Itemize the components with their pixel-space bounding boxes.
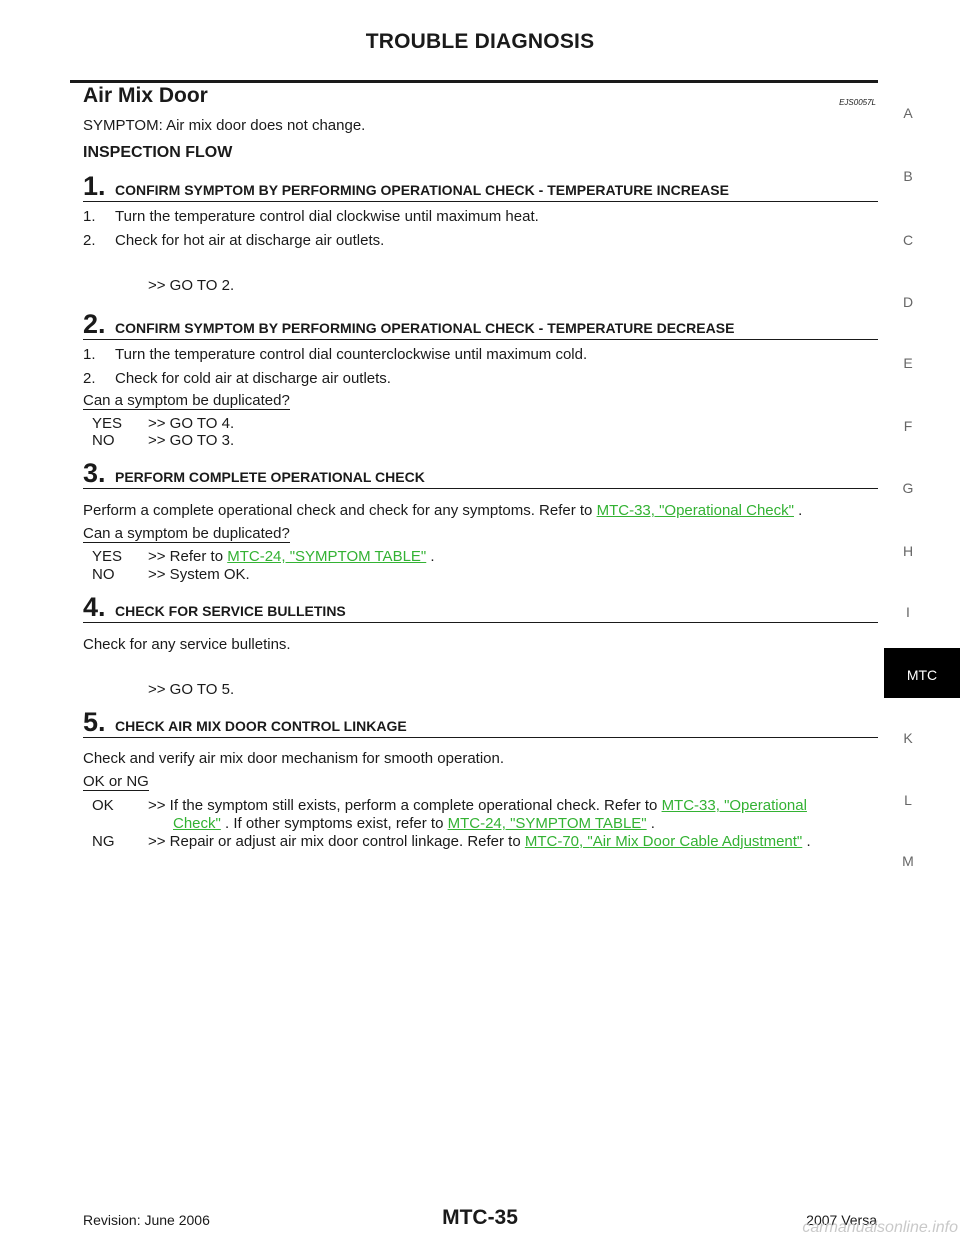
link-mtc-70-air-mix-door-cable-adjustment[interactable]: MTC-70, "Air Mix Door Cable Adjustment"	[524, 833, 803, 850]
step-3-answer-no: NO>> System OK.	[92, 566, 250, 583]
step-1-number: 1.	[83, 171, 106, 201]
page-header-title: TROUBLE DIAGNOSIS	[365, 30, 595, 53]
step-2-heading: 2. CONFIRM SYMPTOM BY PERFORMING OPERATI…	[83, 309, 878, 340]
symptom-text: SYMPTOM: Air mix door does not change.	[83, 117, 366, 134]
step-5-number: 5.	[83, 707, 106, 737]
side-index-a[interactable]: A	[903, 105, 913, 121]
step-5-question: OK or NG	[83, 773, 149, 791]
step-3-answer-yes: YES>> Refer to MTC-24, "SYMPTOM TABLE" .	[92, 548, 435, 565]
step-3-question: Can a symptom be duplicated?	[83, 525, 290, 543]
step-5-title: CHECK AIR MIX DOOR CONTROL LINKAGE	[115, 718, 407, 734]
step-2-item-2: 2.Check for cold air at discharge air ou…	[83, 370, 391, 387]
step-4-number: 4.	[83, 592, 106, 622]
link-mtc-24-symptom-table[interactable]: MTC-24, "SYMPTOM TABLE"	[447, 815, 647, 832]
link-mtc-33-operational-check[interactable]: MTC-33, "Operational	[661, 797, 807, 814]
footer-model: 2007 Versa	[806, 1212, 877, 1228]
step-1-title: CONFIRM SYMPTOM BY PERFORMING OPERATIONA…	[115, 182, 729, 198]
step-5-answer-ok-continued: Check" . If other symptoms exist, refer …	[173, 815, 655, 832]
step-1-item-2: 2.Check for hot air at discharge air out…	[83, 232, 385, 249]
document-code: EJS0057L	[839, 98, 876, 107]
step-4-heading: 4. CHECK FOR SERVICE BULLETINS	[83, 592, 878, 623]
side-index-f[interactable]: F	[903, 418, 913, 434]
step-3-title: PERFORM COMPLETE OPERATIONAL CHECK	[115, 469, 425, 485]
side-index-e[interactable]: E	[903, 355, 913, 371]
step-2-question: Can a symptom be duplicated?	[83, 392, 290, 410]
step-3-body: Perform a complete operational check and…	[83, 502, 803, 519]
step-1-heading: 1. CONFIRM SYMPTOM BY PERFORMING OPERATI…	[83, 171, 878, 202]
step-4-title: CHECK FOR SERVICE BULLETINS	[115, 603, 346, 619]
side-index-m[interactable]: M	[902, 853, 914, 869]
step-4-goto: >> GO TO 5.	[148, 681, 235, 698]
step-5-body: Check and verify air mix door mechanism …	[83, 750, 505, 767]
step-1-item-1: 1.Turn the temperature control dial cloc…	[83, 208, 539, 225]
step-3-number: 3.	[83, 458, 106, 488]
step-4-body: Check for any service bulletins.	[83, 636, 291, 653]
side-index-i[interactable]: I	[906, 604, 910, 620]
link-mtc-24-symptom-table[interactable]: MTC-24, "SYMPTOM TABLE"	[227, 548, 427, 565]
side-index-b[interactable]: B	[903, 168, 913, 184]
side-index-k[interactable]: K	[903, 730, 913, 746]
link-mtc-33-operational-check[interactable]: MTC-33, "Operational Check"	[596, 502, 794, 519]
step-5-heading: 5. CHECK AIR MIX DOOR CONTROL LINKAGE	[83, 707, 878, 738]
inspection-flow-title: INSPECTION FLOW	[83, 144, 233, 161]
side-index-g[interactable]: G	[902, 480, 914, 496]
link-mtc-33-operational-check-cont[interactable]: Check"	[173, 815, 221, 832]
side-index-h[interactable]: H	[902, 543, 914, 559]
step-3-heading: 3. PERFORM COMPLETE OPERATIONAL CHECK	[83, 458, 878, 489]
side-index-c[interactable]: C	[902, 232, 914, 248]
side-index-mtc-active-tab[interactable]: MTC	[884, 648, 960, 698]
watermark: carmanualsonline.info	[802, 1219, 958, 1236]
step-2-answer-yes: YES>> GO TO 4.	[92, 415, 235, 432]
step-5-answer-ok: OK>> If the symptom still exists, perfor…	[92, 797, 807, 814]
step-5-answer-ng: NG>> Repair or adjust air mix door contr…	[92, 833, 811, 850]
header-rule	[70, 80, 878, 83]
step-1-goto: >> GO TO 2.	[148, 277, 235, 294]
side-index-l[interactable]: L	[904, 792, 912, 808]
side-index-d[interactable]: D	[902, 294, 914, 310]
step-2-answer-no: NO>> GO TO 3.	[92, 432, 235, 449]
section-title: Air Mix Door	[83, 84, 208, 107]
footer-page-number: MTC-35	[442, 1206, 518, 1229]
step-2-title: CONFIRM SYMPTOM BY PERFORMING OPERATIONA…	[115, 320, 735, 336]
step-2-number: 2.	[83, 309, 106, 339]
step-2-item-1: 1.Turn the temperature control dial coun…	[83, 346, 588, 363]
footer-revision: Revision: June 2006	[83, 1212, 210, 1228]
